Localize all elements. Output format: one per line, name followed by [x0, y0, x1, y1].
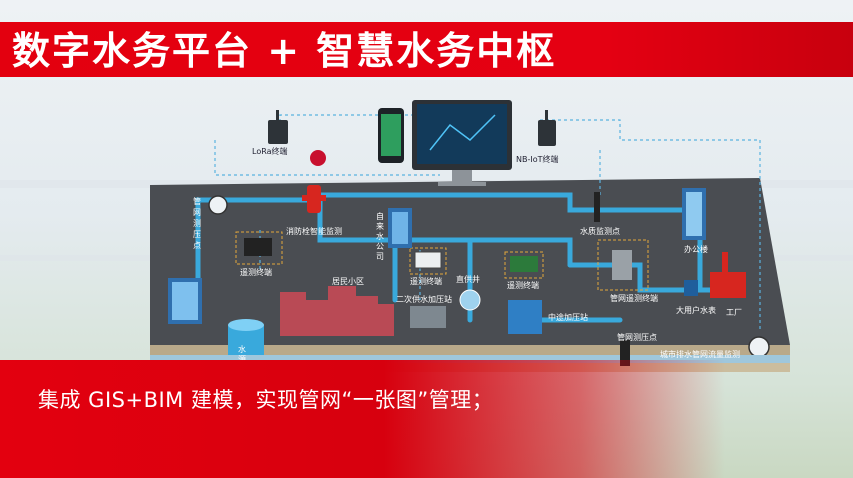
label-secondary-supply: 二次供水加压站 — [396, 295, 452, 304]
hydrant-icon — [302, 185, 326, 213]
direct-well-icon — [459, 289, 481, 311]
label-nbiot: NB-IoT终端 — [516, 155, 559, 164]
pressure-gauge-icon — [208, 195, 228, 215]
label-pipe-pressure-bottom: 管网测压点 — [617, 333, 657, 342]
alarm-icon — [310, 150, 326, 166]
factory-icon — [710, 252, 746, 298]
water-quality-sensor-icon — [594, 192, 600, 222]
label-remote-terminal-left: 遥测终端 — [240, 268, 272, 277]
booster-station-icon — [508, 300, 542, 334]
pressure-gauge-icon-2 — [748, 336, 770, 358]
water-company-building-icon — [388, 208, 412, 248]
lora-terminal-icon — [268, 110, 288, 144]
office-building-icon — [682, 188, 706, 240]
page-title: 数字水务平台 + 智慧水务中枢 — [12, 29, 557, 73]
left-building-icon — [168, 278, 202, 324]
pipe-remote-terminal-icon — [597, 239, 649, 291]
label-office: 办公楼 — [684, 245, 708, 254]
monitor-icon — [412, 100, 512, 186]
label-direct-well: 直供井 — [456, 275, 480, 284]
remote-terminal-left-icon — [235, 231, 283, 265]
label-remote-terminal-mid: 遥测终端 — [410, 277, 442, 286]
label-factory: 工厂 — [726, 308, 742, 317]
label-remote-terminal-right: 遥测终端 — [507, 281, 539, 290]
label-drainage-flow: 城市排水管网流量监测 — [660, 350, 740, 359]
nbiot-terminal-icon — [538, 110, 556, 146]
label-pipe-pressure-left: 管网测压点 — [193, 197, 201, 250]
label-mid-booster: 中途加压站 — [548, 313, 588, 322]
remote-terminal-right-icon — [504, 251, 544, 279]
label-water-company: 自来水公司 — [376, 212, 384, 261]
water-meter-icon — [684, 280, 698, 296]
label-residential: 居民小区 — [332, 277, 364, 286]
residential-buildings-icon — [280, 286, 394, 336]
phone-icon — [378, 108, 404, 163]
label-pipe-remote-terminal: 管网遥测终端 — [610, 294, 658, 303]
label-lora: LoRa终端 — [252, 147, 288, 156]
label-water-quality: 水质监测点 — [580, 227, 620, 236]
caption-panel — [0, 360, 853, 478]
label-big-user-meter: 大用户水表 — [676, 306, 716, 315]
flow-sensor-icon — [620, 340, 630, 366]
drainage-pipe — [150, 355, 790, 363]
label-hydrant: 消防栓智能监测 — [286, 227, 342, 236]
caption-text: 集成 GIS+BIM 建模，实现管网“一张图”管理； — [38, 388, 494, 412]
remote-terminal-mid-icon — [409, 247, 447, 275]
title-bar — [0, 22, 853, 77]
secondary-supply-equipment-icon — [410, 306, 446, 328]
